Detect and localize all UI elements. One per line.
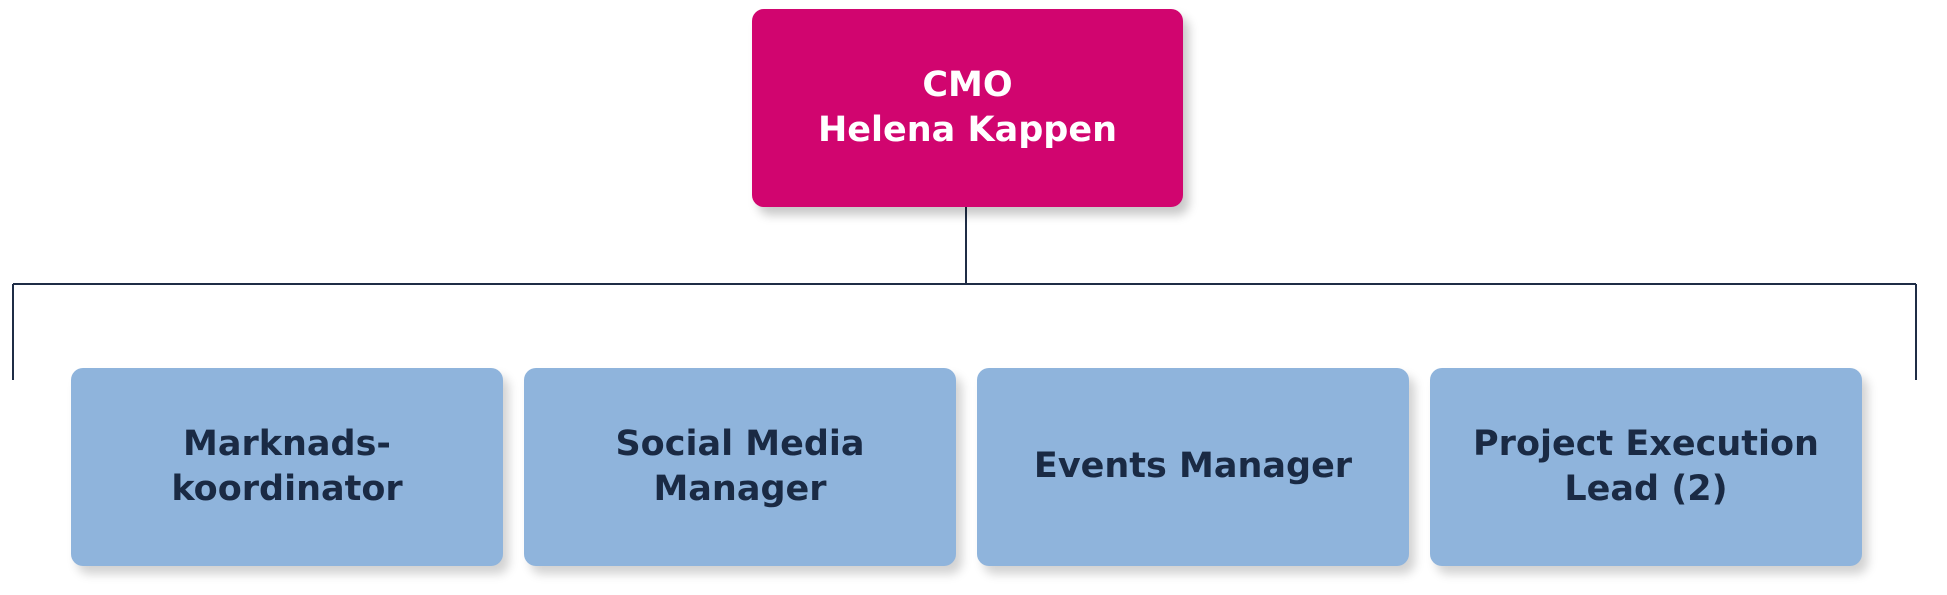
org-node-social-media-manager[interactable]: Social Media Manager	[524, 368, 956, 566]
org-node-label: Social Media Manager	[615, 423, 865, 510]
org-node-cmo[interactable]: CMO Helena Kappen	[752, 9, 1183, 207]
org-node-label: Marknads- koordinator	[171, 423, 403, 510]
org-node-project-execution-lead[interactable]: Project Execution Lead (2)	[1430, 368, 1862, 566]
org-node-cmo-name: Helena Kappen	[818, 110, 1117, 150]
org-node-label: Project Execution Lead (2)	[1473, 423, 1819, 510]
org-node-events-manager[interactable]: Events Manager	[977, 368, 1409, 566]
org-node-marknadskoordinator[interactable]: Marknads- koordinator	[71, 368, 503, 566]
org-node-cmo-title: CMO	[922, 64, 1013, 105]
org-node-cmo-text: CMO Helena Kappen	[818, 63, 1117, 154]
org-node-label: Events Manager	[1033, 446, 1353, 487]
